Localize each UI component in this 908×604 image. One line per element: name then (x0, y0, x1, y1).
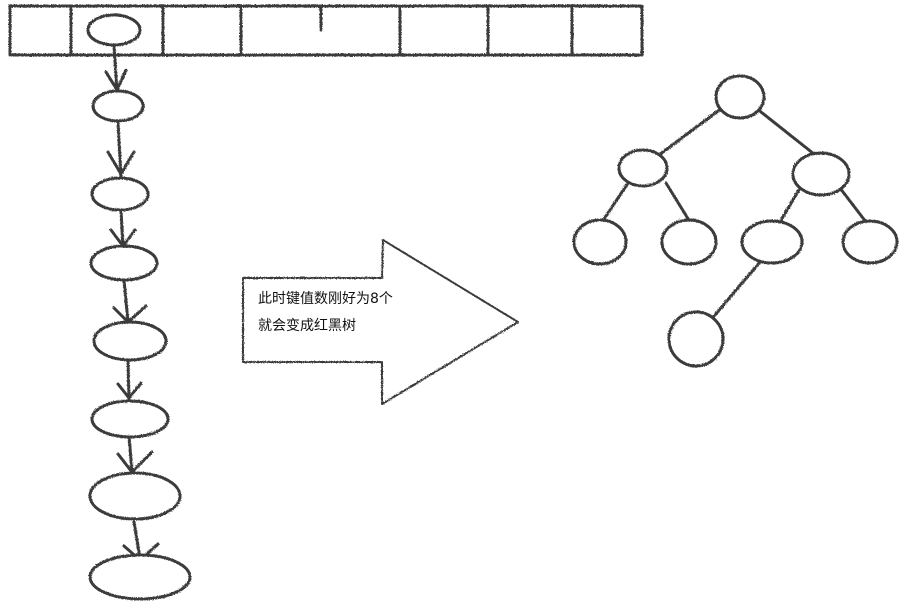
tree-edge (754, 106, 816, 156)
tree-edge (653, 106, 724, 160)
transform-arrow-outline (242, 239, 519, 405)
tree-edge (778, 186, 802, 224)
tree-node (740, 219, 804, 265)
tree-node (791, 151, 851, 197)
bucket-array (8, 4, 644, 57)
linked-list (88, 44, 192, 601)
transform-arrow (242, 239, 519, 405)
caption-line-1: 此时键值数刚好为8个 (258, 291, 393, 307)
list-node (91, 89, 145, 123)
list-edge (122, 278, 130, 324)
list-edge (127, 434, 134, 474)
tree-edge (838, 186, 868, 224)
list-node (90, 399, 170, 439)
list-node (89, 244, 159, 282)
tree-edge (712, 260, 762, 318)
tree-node (667, 310, 725, 368)
tree-node (841, 219, 899, 265)
bucket-array-outline (8, 4, 644, 57)
list-node (88, 471, 182, 521)
list-edge (126, 358, 131, 402)
list-edge (112, 44, 119, 94)
list-arrowhead (106, 150, 136, 176)
tree-node-root (714, 74, 766, 120)
list-arrowhead (116, 381, 143, 400)
list-node (92, 320, 168, 362)
bucket-head-node (86, 13, 142, 47)
tree-node (572, 218, 628, 266)
caption-line-2: 就会变成红黑树 (258, 318, 356, 334)
list-node (88, 553, 192, 601)
list-arrowhead (116, 450, 154, 474)
list-edge (116, 119, 123, 180)
red-black-tree (572, 74, 899, 368)
tree-edge (664, 181, 692, 224)
transform-caption: 此时键值数刚好为8个 就会变成红黑树 (258, 286, 408, 340)
tree-node (660, 218, 718, 266)
tree-edge (600, 181, 630, 224)
list-node (90, 176, 150, 212)
list-edge (119, 208, 125, 250)
tree-node (617, 148, 669, 188)
list-arrowhead (112, 304, 148, 324)
list-edge (132, 520, 142, 560)
